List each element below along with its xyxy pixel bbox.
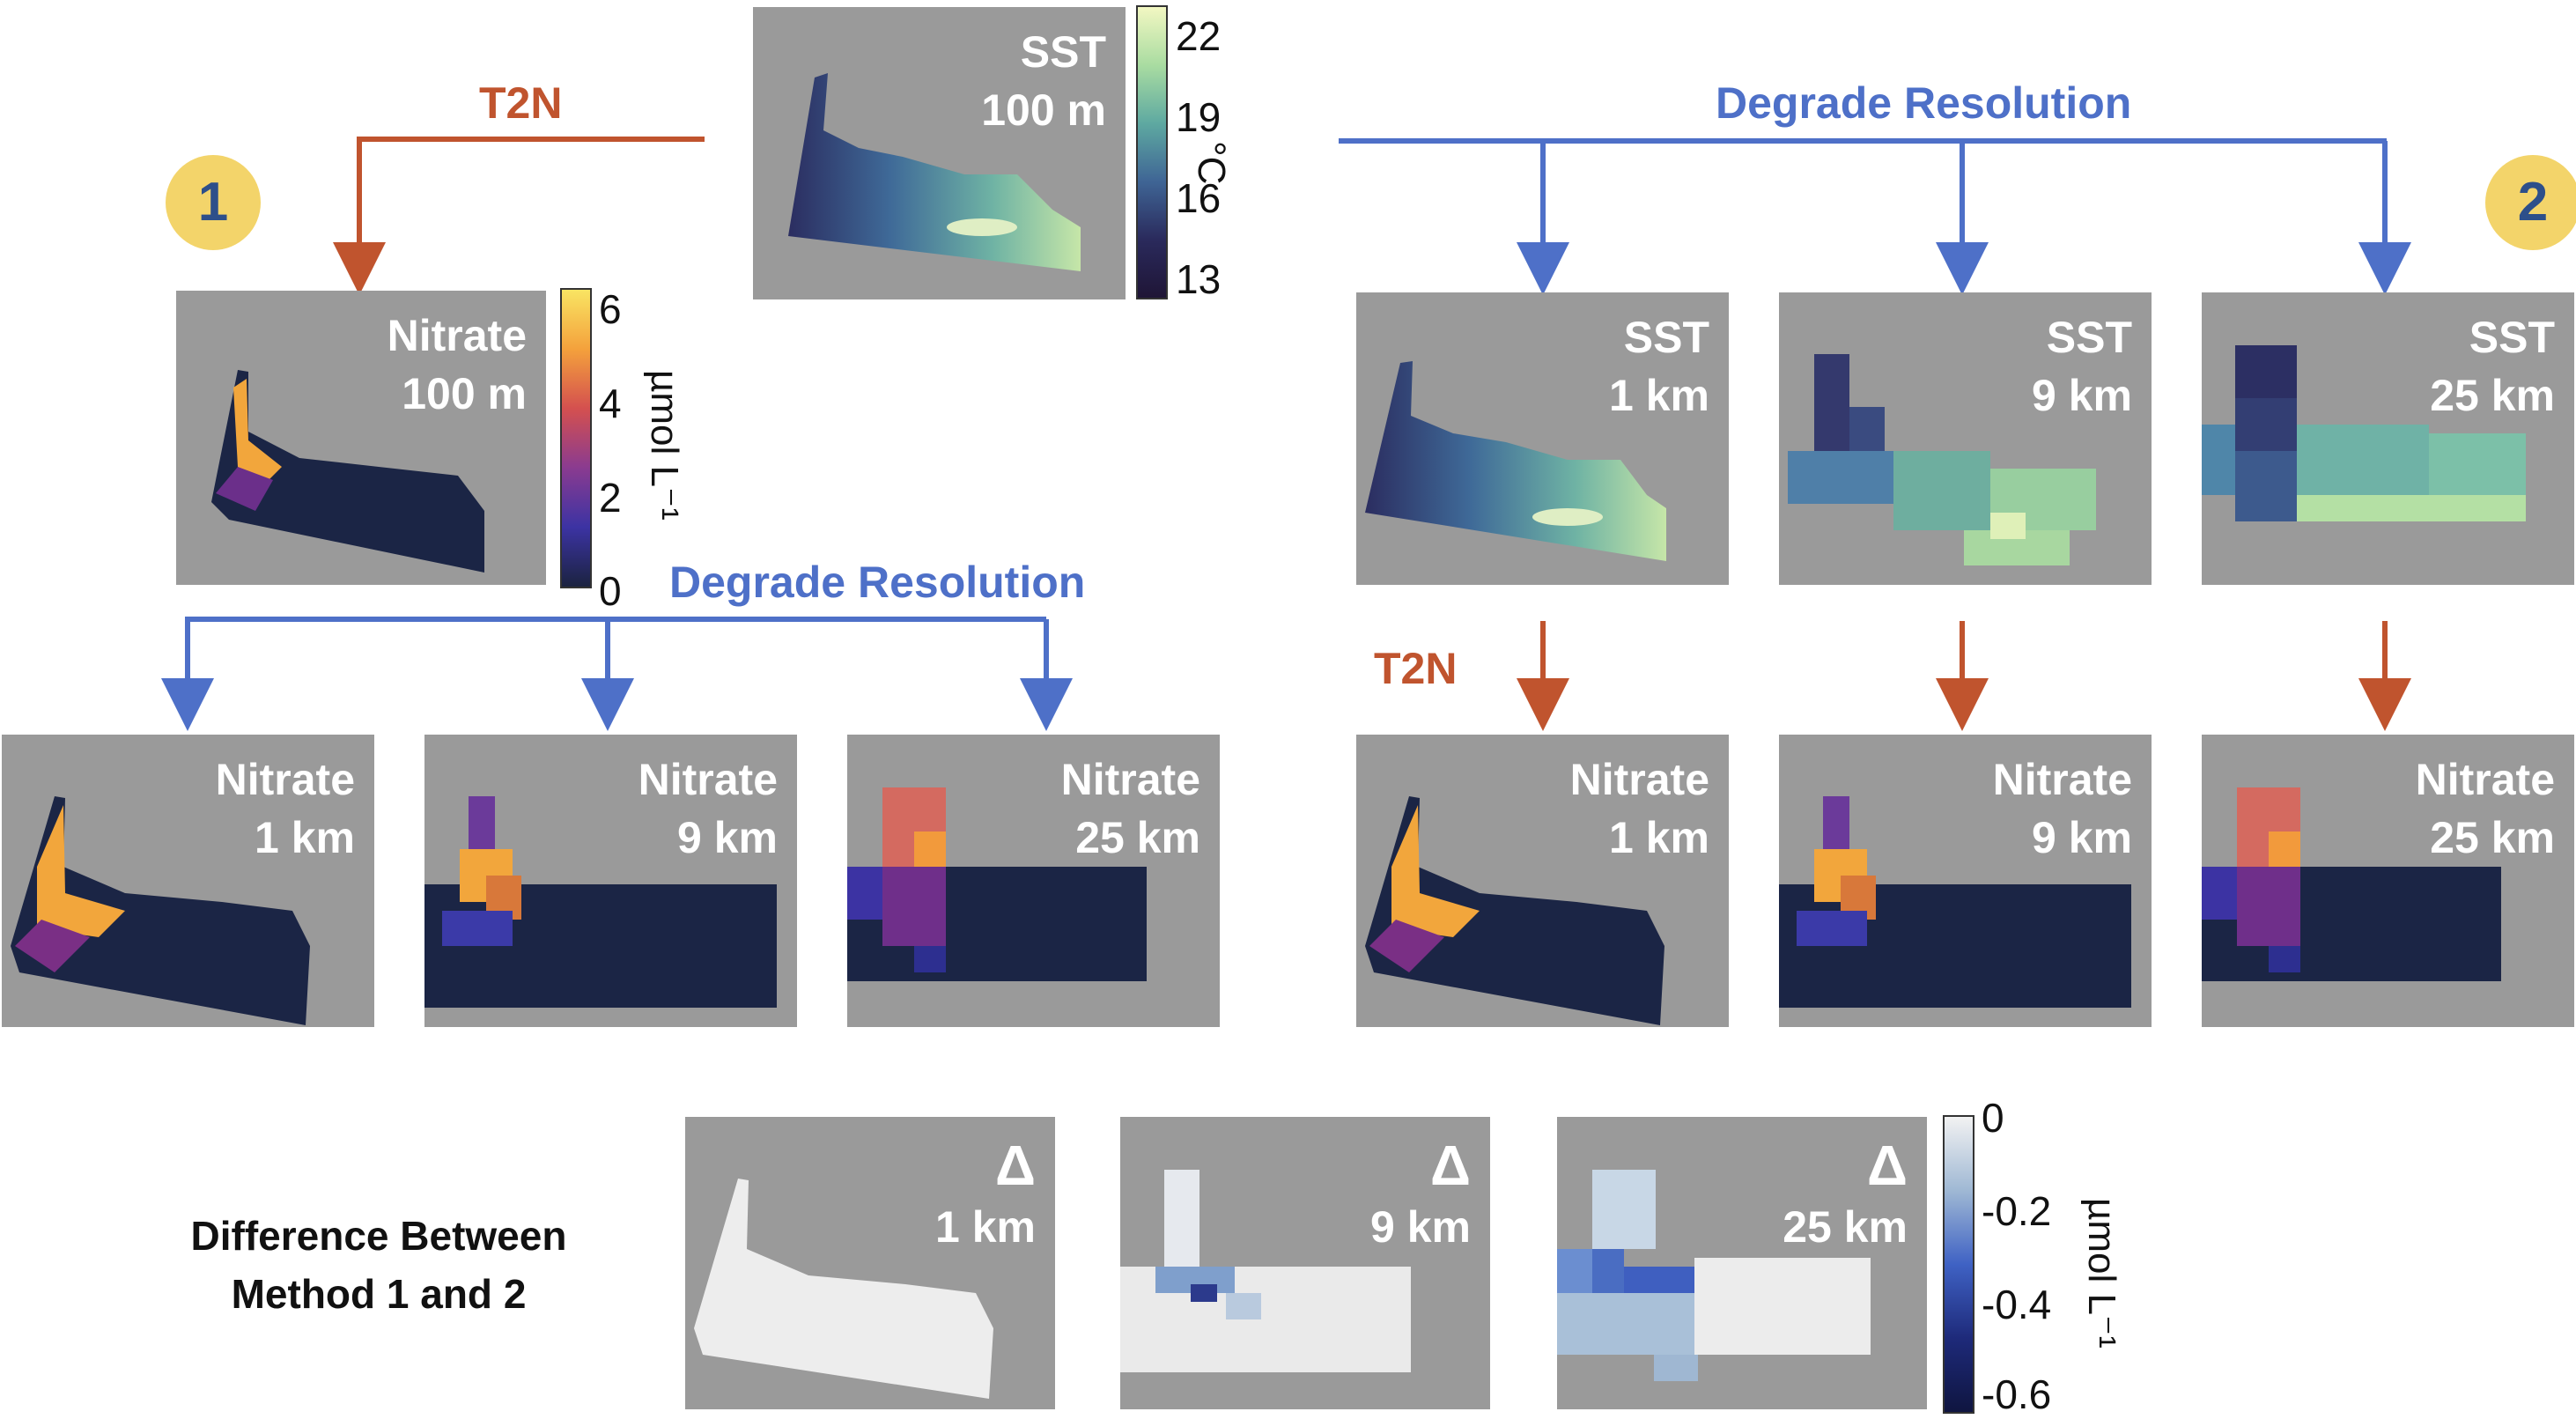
difference-caption-line2: Method 1 and 2: [231, 1271, 527, 1317]
delta-colorbar: [1943, 1115, 1974, 1414]
method-2-badge: 2: [2485, 155, 2576, 250]
sst-unit: °C: [1190, 141, 1233, 185]
sst-tick-16: 16: [1176, 175, 1222, 221]
delta-tick-0-4: -0.4: [1982, 1282, 2052, 1327]
t2n-label-top: T2N: [479, 78, 563, 128]
degrade-label-mid: Degrade Resolution: [669, 558, 1086, 607]
delta-1km-map: [694, 1179, 993, 1399]
sst-25km-map: [2202, 345, 2526, 521]
nitrate-m1-1km-map: [11, 796, 310, 1025]
delta-tick-0: 0: [1982, 1095, 2004, 1141]
nitrate-m2-25km-map: [2202, 787, 2501, 981]
delta-unit: µmol L⁻¹: [2080, 1198, 2123, 1349]
nitrate-colorbar: [560, 288, 592, 588]
degrade-label-top: Degrade Resolution: [1716, 78, 2132, 128]
t2n-label-right: T2N: [1374, 644, 1458, 693]
delta-tick-0-6: -0.6: [1982, 1371, 2052, 1417]
nitrate-m1-9km-map: [424, 796, 777, 1008]
sst-tick-22: 22: [1176, 13, 1222, 59]
nitrate-m1-25km-map: [847, 787, 1147, 981]
nitrate-100m-map: [211, 370, 484, 573]
nitrate-m2-1km-map: [1365, 796, 1664, 1025]
difference-caption-line1: Difference Between: [190, 1213, 567, 1259]
sst-colorbar: [1136, 5, 1168, 299]
degrade-line-mid: [185, 617, 1046, 705]
t2n-arrow-top: [333, 137, 705, 295]
sst-1km-map: [1365, 361, 1666, 561]
method-1-badge: 1: [166, 155, 261, 250]
sst-tick-19: 19: [1176, 94, 1222, 140]
nitrate-tick-0: 0: [599, 568, 622, 614]
delta-tick-0-2: -0.2: [1982, 1188, 2052, 1234]
nitrate-tick-6: 6: [599, 286, 622, 332]
delta-9km-map: [1120, 1170, 1411, 1372]
nitrate-unit: µmol L⁻¹: [643, 370, 686, 521]
sst-tick-13: 13: [1176, 256, 1222, 302]
sst-map: [788, 73, 1081, 271]
sst-9km-map: [1788, 354, 2096, 565]
nitrate-m2-9km-map: [1779, 796, 2131, 1008]
nitrate-tick-4: 4: [599, 381, 622, 426]
delta-25km-map: [1557, 1170, 1871, 1381]
difference-caption: Difference Between Method 1 and 2: [132, 1207, 625, 1323]
nitrate-tick-2: 2: [599, 475, 622, 521]
